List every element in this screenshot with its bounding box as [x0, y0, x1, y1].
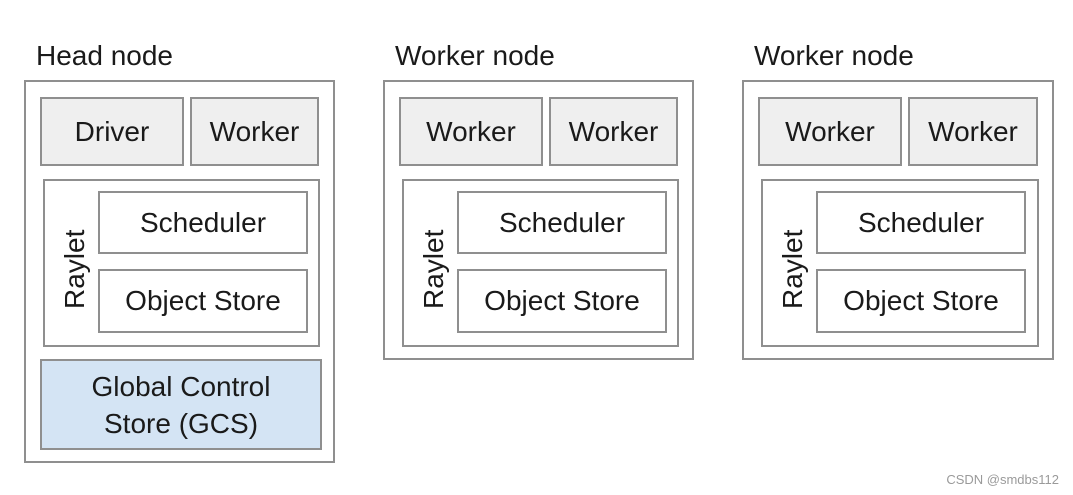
global-control-store-box: Global Control Store (GCS): [40, 359, 322, 450]
object-store-box: Object Store: [816, 269, 1026, 333]
worker-node-2-title: Worker node: [754, 40, 914, 71]
worker-process: Worker: [190, 97, 319, 166]
object-store-box: Object Store: [457, 269, 667, 333]
worker-node-1-box: Worker Worker Raylet Scheduler Object St…: [383, 80, 694, 360]
raylet-box: Raylet Scheduler Object Store: [43, 179, 320, 347]
gcs-label-line2: Store (GCS): [103, 407, 259, 439]
worker-process: Worker: [758, 97, 902, 166]
worker-process: Worker: [908, 97, 1038, 166]
gcs-label-line1: Global Control: [91, 370, 271, 402]
scheduler-box: Scheduler: [816, 191, 1026, 254]
scheduler-box: Scheduler: [98, 191, 308, 254]
head-node-title: Head node: [36, 40, 174, 71]
raylet-label: Raylet: [418, 229, 449, 309]
driver-process: Driver: [40, 97, 184, 166]
raylet-box: Raylet Scheduler Object Store: [402, 179, 679, 347]
object-store-box: Object Store: [98, 269, 308, 333]
watermark: CSDN @smdbs112: [946, 472, 1059, 487]
worker-node-1-title: Worker node: [395, 40, 555, 71]
worker-node-2-box: Worker Worker Raylet Scheduler Object St…: [742, 80, 1054, 360]
head-node-box: Driver Worker Raylet Scheduler Object St…: [24, 80, 335, 463]
scheduler-box: Scheduler: [457, 191, 667, 254]
raylet-label: Raylet: [59, 229, 90, 309]
raylet-label: Raylet: [777, 229, 808, 309]
worker-process: Worker: [549, 97, 678, 166]
worker-process: Worker: [399, 97, 543, 166]
raylet-box: Raylet Scheduler Object Store: [761, 179, 1039, 347]
